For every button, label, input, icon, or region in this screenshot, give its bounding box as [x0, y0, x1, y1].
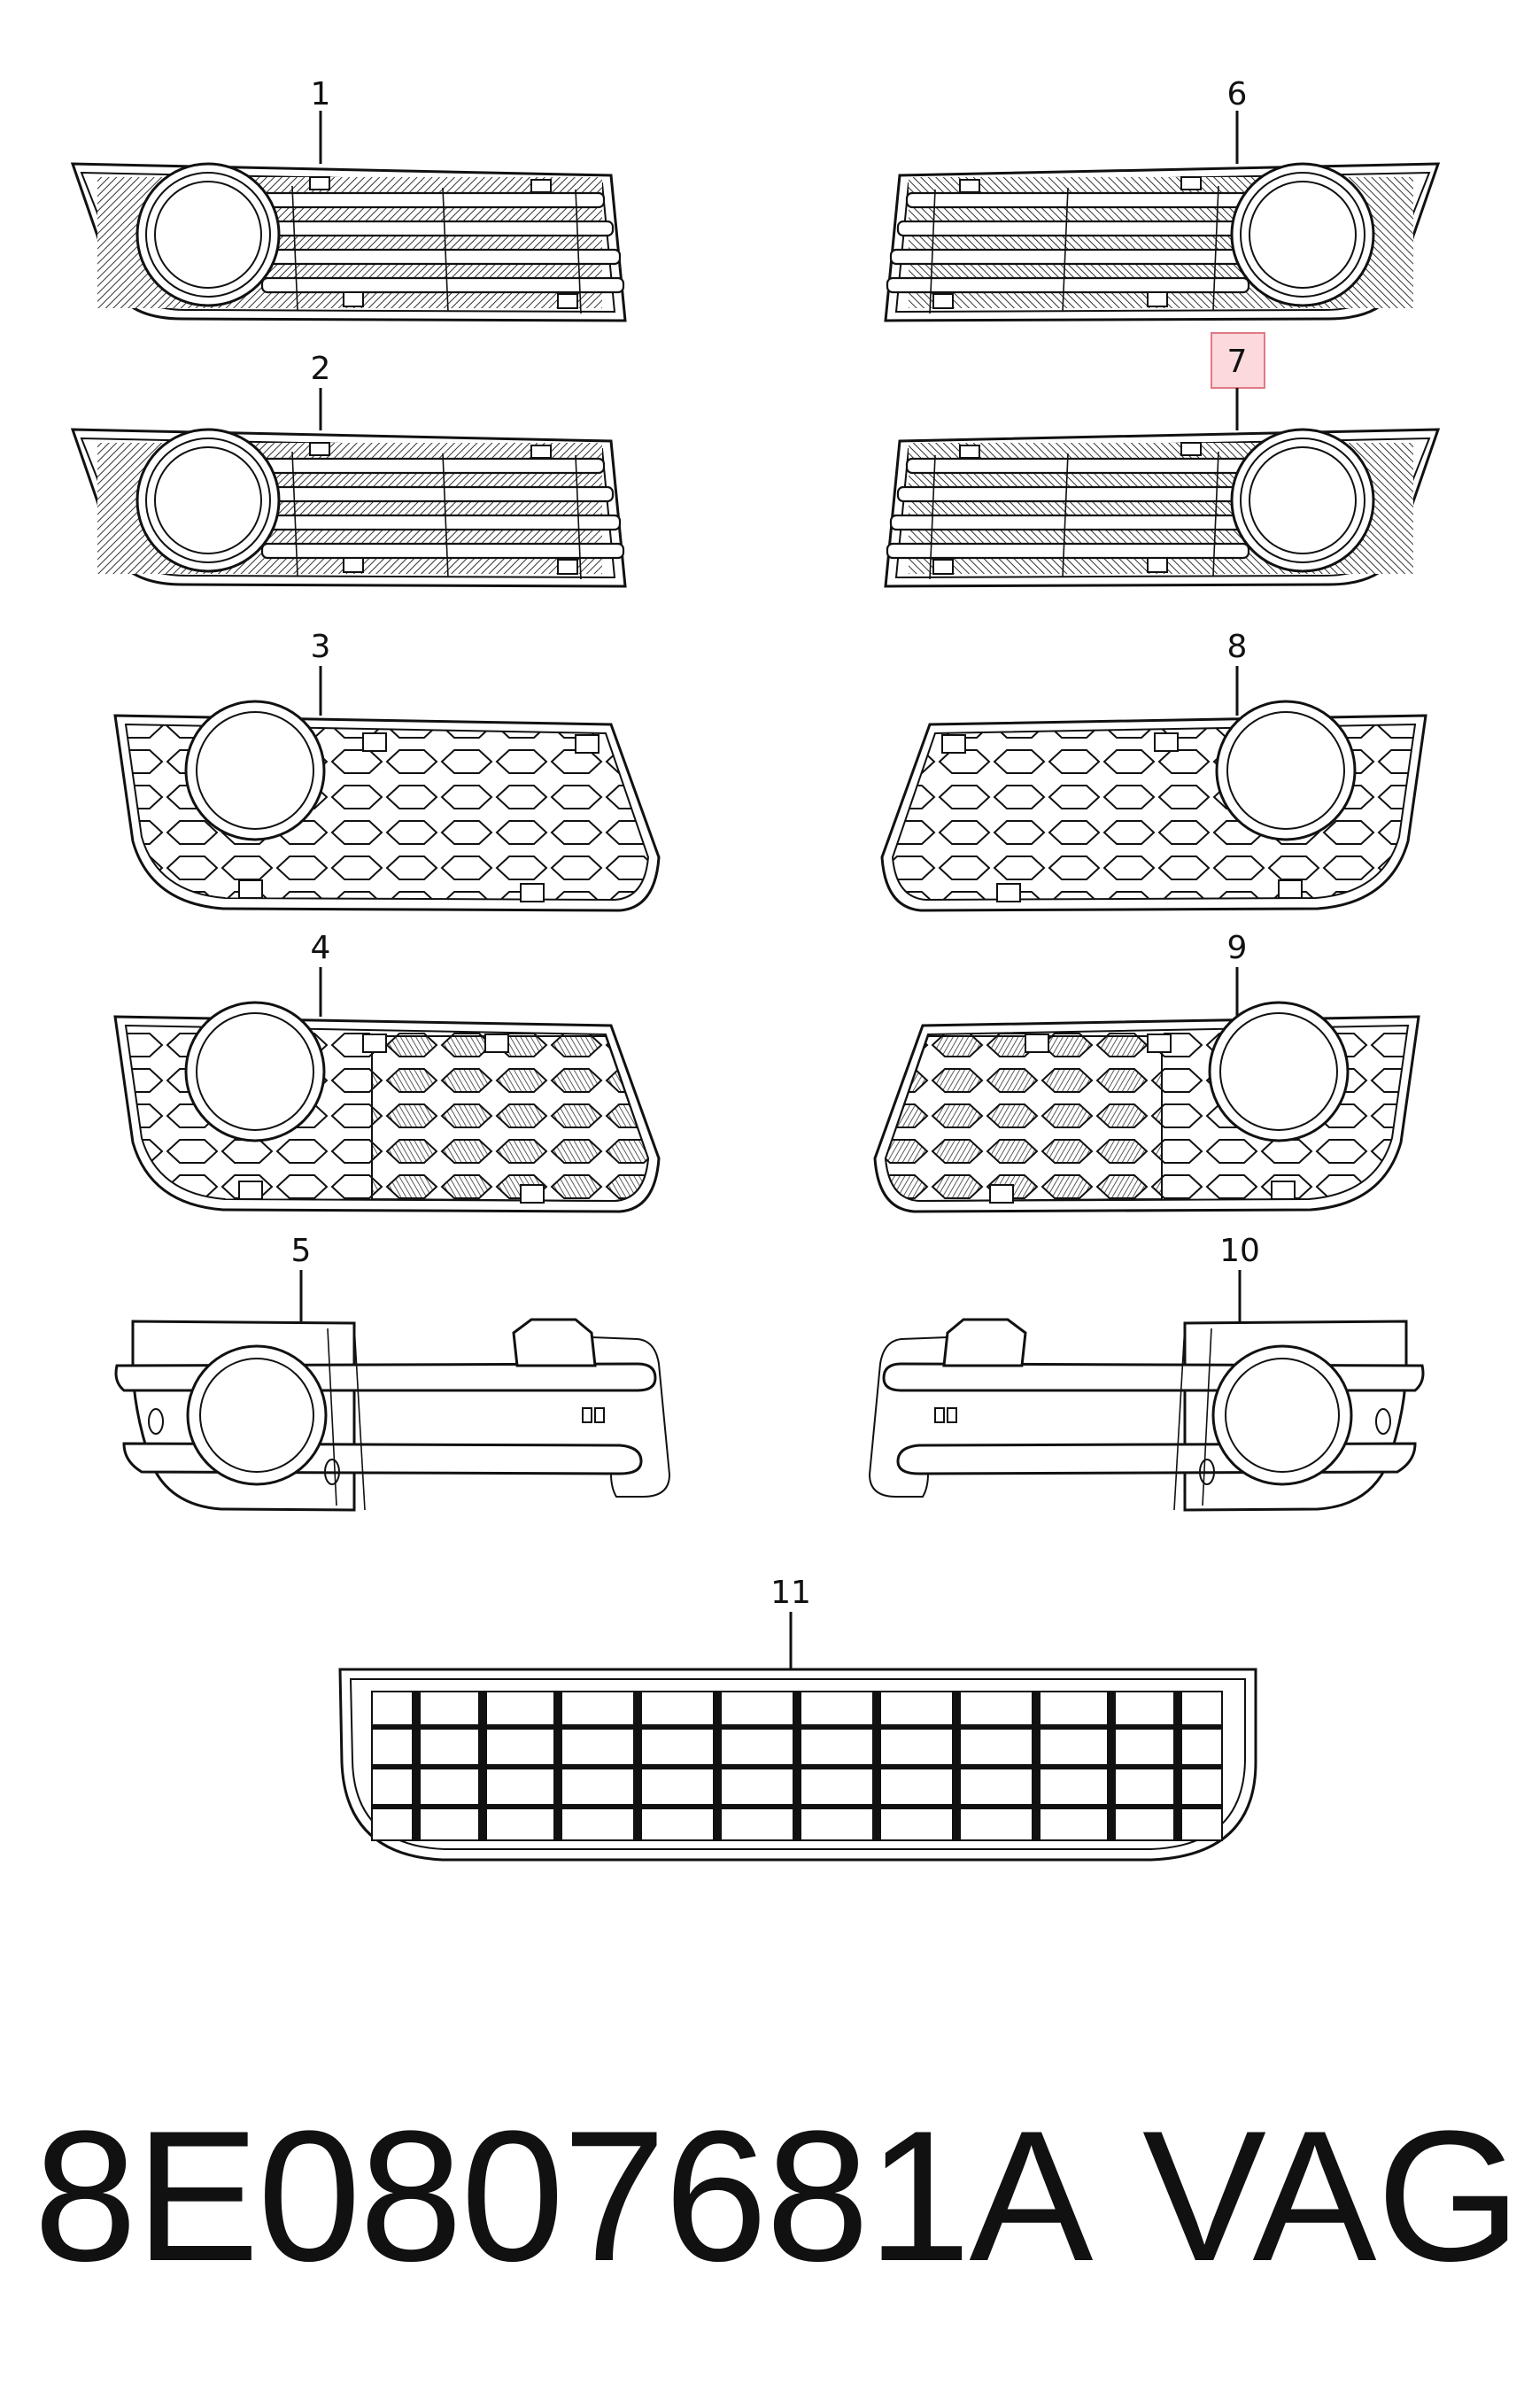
callout-6: 6: [1227, 76, 1248, 164]
callout-5: 5: [291, 1233, 312, 1321]
grille-part-7: [884, 428, 1440, 588]
svg-text:7: 7: [1227, 344, 1248, 380]
grille-part-4: [113, 1001, 661, 1213]
grille-part-11: [338, 1668, 1257, 1862]
callout-8: 8: [1227, 629, 1248, 716]
svg-text:6: 6: [1227, 76, 1248, 112]
grille-part-9: [873, 1001, 1420, 1213]
svg-text:5: 5: [291, 1233, 312, 1269]
part-number: 8E0807681A: [34, 2092, 1093, 2300]
callout-2: 2: [311, 351, 331, 430]
grille-part-6: [884, 162, 1440, 322]
svg-text:1: 1: [311, 76, 331, 112]
grille-part-8: [880, 700, 1427, 912]
svg-text:2: 2: [311, 351, 331, 387]
brand-name: VAG: [1142, 2092, 1521, 2300]
callout-3: 3: [311, 629, 331, 716]
svg-text:8: 8: [1227, 629, 1248, 665]
svg-text:11: 11: [770, 1575, 811, 1611]
svg-text:9: 9: [1227, 930, 1248, 966]
grille-part-1: [71, 162, 627, 322]
grille-part-10: [868, 1318, 1425, 1512]
callout-4: 4: [311, 930, 331, 1017]
svg-text:3: 3: [311, 629, 331, 665]
callout-9: 9: [1227, 930, 1248, 1017]
grille-part-5: [114, 1318, 671, 1512]
svg-text:4: 4: [311, 930, 331, 966]
parts-diagram: 1 2 3 4 5 6 7 8 9 10 11: [71, 76, 1440, 1862]
callout-11: 11: [770, 1575, 811, 1669]
callout-1: 1: [311, 76, 331, 164]
callout-7: 7: [1211, 332, 1265, 430]
svg-text:10: 10: [1219, 1233, 1260, 1269]
grille-part-2: [71, 428, 627, 588]
footer: 8E0807681A VAG: [0, 2063, 1524, 2329]
callout-10: 10: [1219, 1233, 1260, 1321]
grille-part-3: [113, 700, 661, 912]
